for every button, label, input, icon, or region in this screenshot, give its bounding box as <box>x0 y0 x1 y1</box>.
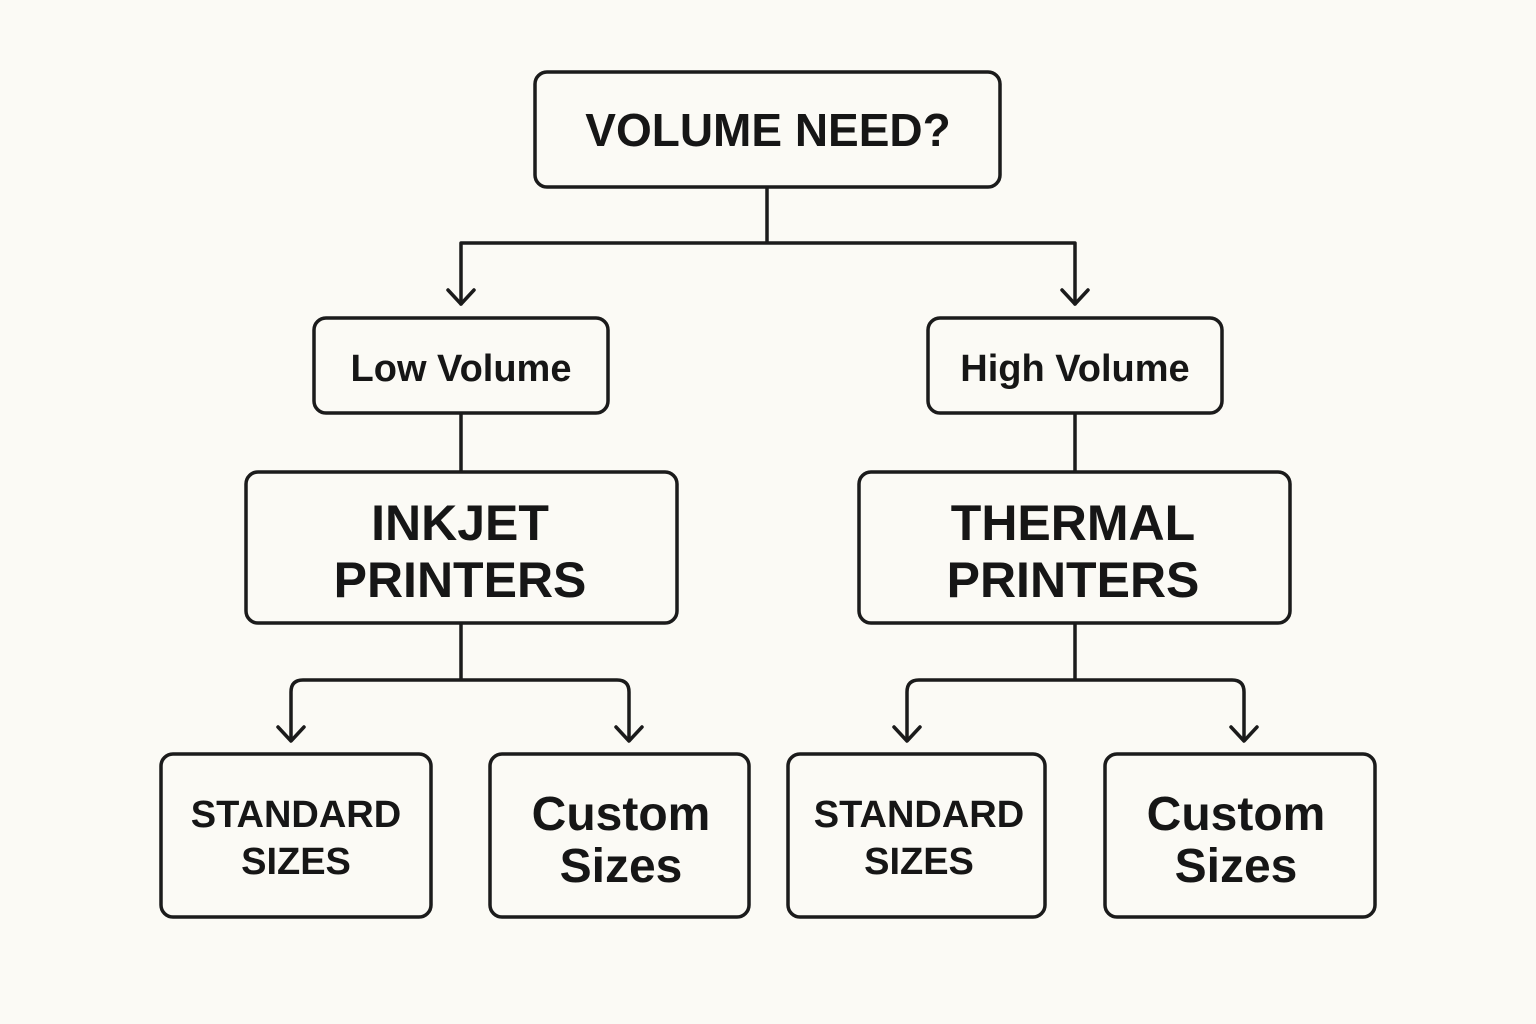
low-volume-node: Low Volume <box>312 316 610 415</box>
thermal-printers-node: THERMAL PRINTERS <box>857 470 1292 625</box>
root-label: VOLUME NEED? <box>585 104 950 156</box>
low-volume-label: Low Volume <box>351 348 572 390</box>
arrow-to-thermal-standard-icon <box>892 725 922 743</box>
arrow-to-high-volume-icon <box>1060 288 1090 306</box>
root-node: VOLUME NEED? <box>533 70 1002 189</box>
thermal-custom-line2: Sizes <box>1175 840 1298 893</box>
thermal-custom-line1: Custom <box>1147 788 1326 841</box>
root-to-branches-connector <box>459 185 1077 306</box>
inkjet-label-line1: INKJET <box>371 495 549 551</box>
thermal-label-line2: PRINTERS <box>947 552 1200 608</box>
thermal-to-sizes-connector <box>905 622 1246 742</box>
high-volume-label: High Volume <box>960 348 1189 390</box>
inkjet-custom-sizes-node: Custom Sizes <box>488 752 751 919</box>
inkjet-custom-line1: Custom <box>532 788 711 841</box>
inkjet-to-sizes-connector <box>289 622 631 742</box>
thermal-standard-sizes-node: STANDARD SIZES <box>786 752 1047 919</box>
inkjet-standard-line2: SIZES <box>241 841 351 883</box>
inkjet-standard-sizes-node: STANDARD SIZES <box>159 752 433 919</box>
inkjet-standard-line1: STANDARD <box>191 794 401 836</box>
thermal-standard-line1: STANDARD <box>814 794 1024 836</box>
high-volume-node: High Volume <box>926 316 1224 415</box>
arrow-to-inkjet-custom-icon <box>614 725 644 743</box>
inkjet-custom-line2: Sizes <box>560 840 683 893</box>
arrow-to-low-volume-icon <box>446 288 476 306</box>
inkjet-printers-node: INKJET PRINTERS <box>244 470 679 625</box>
arrow-to-thermal-custom-icon <box>1229 725 1259 743</box>
thermal-standard-line2: SIZES <box>864 841 974 883</box>
arrow-to-inkjet-standard-icon <box>276 725 306 743</box>
thermal-label-line1: THERMAL <box>951 495 1195 551</box>
inkjet-label-line2: PRINTERS <box>334 552 587 608</box>
thermal-custom-sizes-node: Custom Sizes <box>1103 752 1377 919</box>
